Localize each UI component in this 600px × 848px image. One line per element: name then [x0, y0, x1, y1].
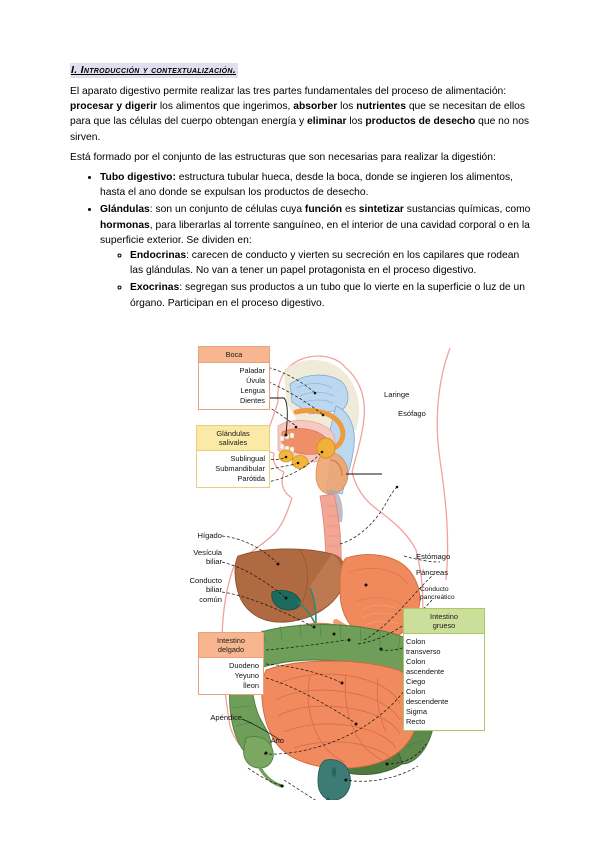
anatomy-illustration: [221, 347, 451, 800]
stomach-rugae: [361, 604, 399, 627]
label-conducto-biliar-comun: Conducto biliar común: [189, 576, 222, 604]
label-conducto-pancreatico: Conducto pancreático: [420, 586, 455, 602]
list-item: Glándulas: son un conjunto de células cu…: [100, 202, 532, 310]
label-box-glandulas-items: Sublingual Submandibular Parótida: [197, 451, 269, 487]
bullet-list-level1: Tubo digestivo: estructura tubular hueca…: [70, 170, 532, 311]
label-box-intestino-delgado-header: Intestino delgado: [199, 633, 263, 658]
soft-palate: [293, 408, 346, 451]
label-laringe: Laringe: [384, 390, 410, 399]
text-content: I. Introducción y contextualización. El …: [70, 60, 532, 313]
digestive-system-diagram: Boca Paladar Úvula Lengua Dientes Glándu…: [150, 340, 520, 800]
label-box-glandulas-salivales: Glándulas salivales Sublingual Submandib…: [196, 425, 270, 488]
label-colon-descendente: Colon descendente: [406, 687, 449, 706]
label-box-boca: Boca Paladar Úvula Lengua Dientes: [198, 346, 270, 410]
label-box-boca-header: Boca: [199, 347, 269, 363]
page-title: I. Introducción y contextualización.: [70, 63, 238, 78]
list-item: Endocrinas: carecen de conducto y vierte…: [130, 248, 532, 278]
label-paladar: Paladar: [239, 366, 265, 375]
label-box-boca-items: Paladar Úvula Lengua Dientes: [199, 363, 269, 409]
label-submandibular: Submandibular: [215, 464, 265, 473]
leader-dots: [264, 391, 435, 788]
paragraph-intro: El aparato digestivo permite realizar la…: [70, 86, 530, 143]
anus: [325, 797, 331, 800]
label-yeyuno: Yeyuno: [234, 671, 259, 680]
small-intestine: [261, 660, 419, 769]
header-line-1: Glándulas: [216, 429, 250, 438]
label-estomago: Estómago: [416, 552, 451, 561]
teeth: [279, 432, 295, 453]
label-box-intestino-grueso: Intestino grueso Colon transverso Colon …: [403, 608, 485, 731]
label-parotida: Parótida: [237, 474, 265, 483]
list-item-text: Glándulas: son un conjunto de células cu…: [100, 204, 531, 246]
label-lengua: Lengua: [240, 386, 265, 395]
liver-right-lobe: [310, 554, 343, 612]
header-line-2: salivales: [218, 438, 248, 447]
label-sigma: Sigma: [406, 707, 427, 716]
submandibular-gland: [291, 455, 309, 469]
label-colon-transverso: Colon transverso: [406, 637, 441, 656]
label-duodeno: Duodeno: [229, 661, 259, 670]
rectum: [317, 759, 351, 800]
bullet-list-level2: Endocrinas: carecen de conducto y vierte…: [100, 248, 532, 311]
label-uvula: Úvula: [246, 376, 265, 385]
label-apendice: Apéndice: [210, 713, 242, 722]
label-box-intestino-grueso-header: Intestino grueso: [404, 609, 484, 634]
parotid-gland: [316, 437, 336, 459]
label-ano: Ano: [270, 736, 284, 745]
label-box-intestino-delgado: Intestino delgado Duodeno Yeyuno Íleon: [198, 632, 264, 695]
label-ileon: Íleon: [242, 681, 259, 690]
header-line-2: delgado: [217, 645, 245, 654]
label-vesicula-biliar: Vesícula biliar: [193, 548, 222, 567]
appendix: [258, 766, 284, 788]
label-higado: Hígado: [197, 531, 223, 540]
label-dientes: Dientes: [239, 396, 265, 405]
label-esofago: Esófago: [398, 409, 426, 418]
label-box-intestino-delgado-items: Duodeno Yeyuno Íleon: [199, 658, 263, 694]
label-colon-ascendente: Colon ascendente: [406, 657, 445, 676]
label-sublingual: Sublingual: [230, 454, 265, 463]
label-box-intestino-grueso-items: Colon transverso Colon ascendente Ciego …: [404, 634, 484, 730]
gallbladder: [271, 590, 301, 611]
paragraph-formado: Está formado por el conjunto de las estr…: [70, 151, 496, 163]
header-line-2: grueso: [432, 621, 456, 630]
header-line-1: Intestino: [430, 612, 458, 621]
label-pancreas: Páncreas: [416, 568, 449, 577]
label-recto: Recto: [406, 717, 426, 726]
header-line-1: Intestino: [217, 636, 245, 645]
list-item: Exocrinas: segregan sus productos a un t…: [130, 280, 532, 310]
label-box-glandulas-header: Glándulas salivales: [197, 426, 269, 451]
list-item: Tubo digestivo: estructura tubular hueca…: [100, 170, 532, 200]
cecum: [243, 736, 274, 769]
small-intestine-loops: [275, 673, 401, 763]
label-ciego: Ciego: [406, 677, 426, 686]
